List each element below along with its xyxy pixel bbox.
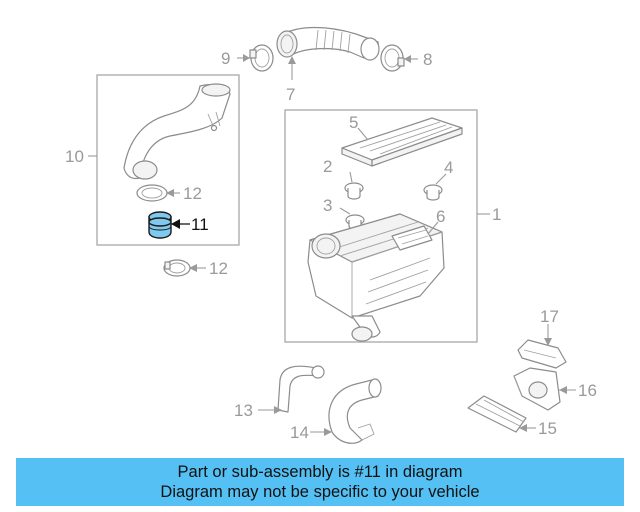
part-13-hose[interactable] — [277, 365, 325, 413]
callout-13: 13 — [234, 401, 253, 420]
part-9-hose-clamp[interactable] — [249, 44, 274, 72]
part-16-resonator[interactable] — [513, 367, 561, 411]
callout-15: 15 — [538, 419, 557, 438]
part-8-hose-clamp[interactable] — [380, 44, 405, 72]
callout-6: 6 — [436, 207, 445, 226]
part-7-intake-duct[interactable] — [276, 26, 380, 61]
sub-assembly-box-10 — [96, 74, 240, 246]
sub-assembly-box-1 — [284, 109, 478, 343]
callout-11: 11 — [191, 215, 209, 234]
callout-7: 7 — [286, 85, 295, 104]
callout-9: 9 — [221, 49, 230, 68]
parts-diagram: 7 9 8 10 12 11 12 5 2 4 3 6 1 17 16 15 1… — [65, 26, 597, 444]
part-11-coupler-highlighted[interactable] — [148, 211, 172, 239]
part-14-hose[interactable] — [328, 378, 382, 444]
callout-17: 17 — [540, 307, 559, 326]
callout-12-upper: 12 — [183, 184, 202, 203]
callout-16: 16 — [578, 381, 597, 400]
callout-12-lower: 12 — [209, 259, 228, 278]
callout-1: 1 — [492, 205, 501, 224]
callout-2: 2 — [323, 157, 332, 176]
part-4-grommet[interactable] — [423, 184, 443, 201]
info-banner: Part or sub-assembly is #11 in diagram D… — [16, 458, 624, 506]
callout-14: 14 — [290, 423, 309, 442]
banner-line-disclaimer: Diagram may not be specific to your vehi… — [160, 483, 480, 501]
banner-line-part: Part or sub-assembly is #11 in diagram — [177, 463, 463, 481]
part-12-hose-clamp-upper[interactable] — [136, 184, 168, 202]
callout-5: 5 — [349, 113, 358, 132]
part-5-air-filter[interactable] — [341, 117, 463, 167]
part-2-grommet[interactable] — [344, 182, 364, 200]
part-17-air-guide[interactable] — [517, 339, 567, 369]
callout-10: 10 — [65, 147, 84, 166]
callout-4: 4 — [444, 158, 453, 177]
callout-3: 3 — [323, 196, 332, 215]
part-12-hose-clamp-lower[interactable] — [163, 259, 191, 277]
callout-8: 8 — [423, 50, 432, 69]
part-10-intake-tube[interactable] — [123, 83, 231, 180]
part-15-air-duct[interactable] — [467, 395, 527, 433]
part-1-air-cleaner-housing[interactable] — [307, 213, 445, 342]
